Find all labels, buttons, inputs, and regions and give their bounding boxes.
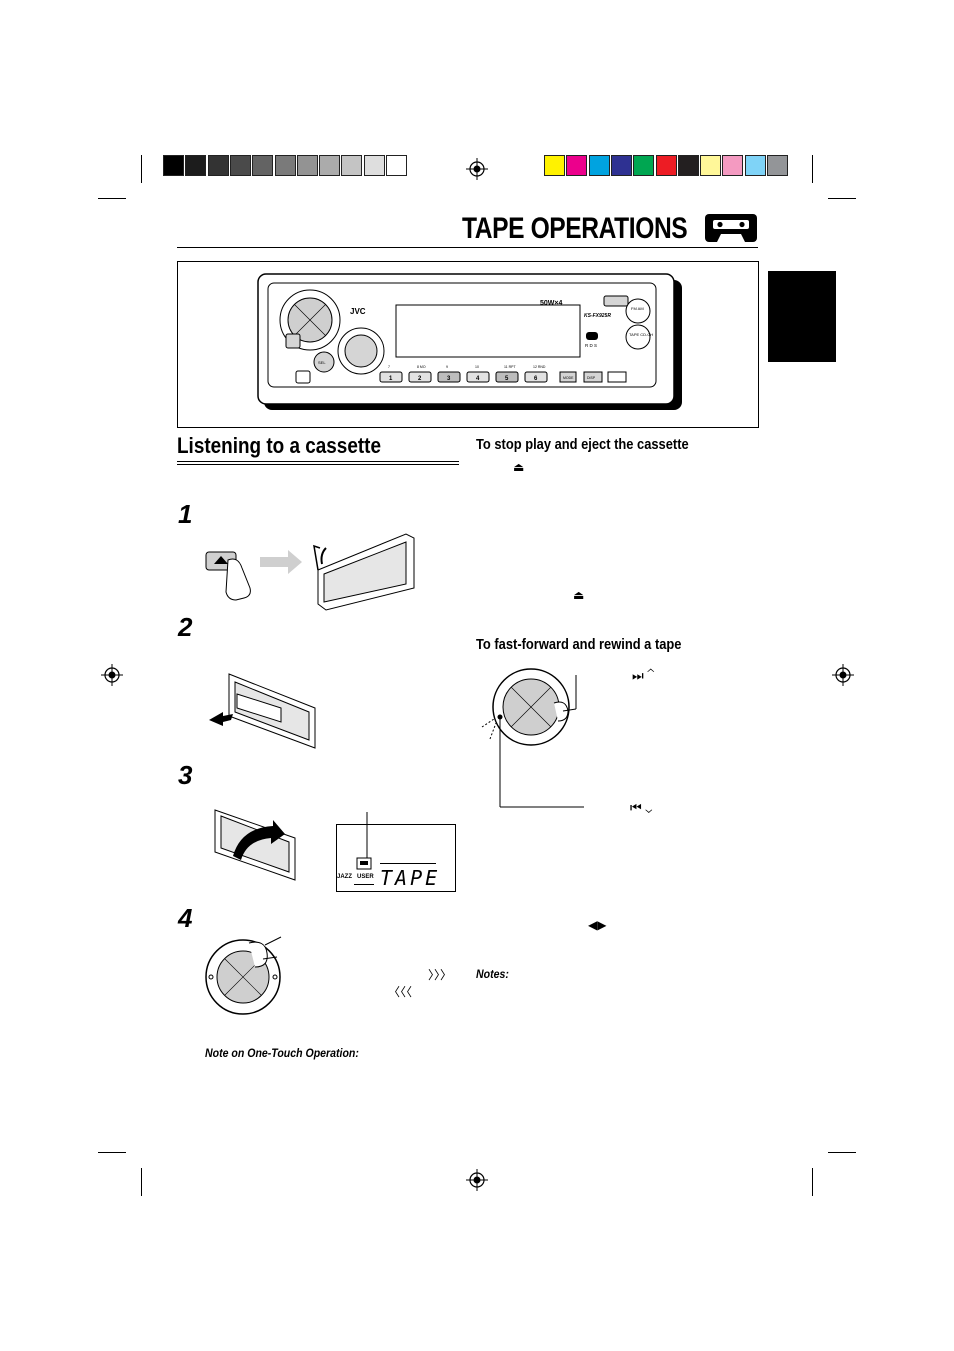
- color-swatch: [296, 155, 318, 176]
- jazz-label: JAZZ: [337, 874, 352, 880]
- color-swatch: [744, 155, 766, 176]
- color-swatch: [207, 155, 229, 176]
- direction-icon: ◀▶: [588, 918, 607, 932]
- disp-button-label: DISP: [587, 376, 596, 380]
- rew-button-icon: ⏮ ⌄: [630, 800, 653, 815]
- color-swatch: [767, 155, 788, 176]
- color-swatch: [610, 155, 632, 176]
- cassette-icon: [705, 214, 757, 242]
- preset-caption: 10: [475, 365, 479, 369]
- color-swatch: [544, 155, 565, 176]
- heading-rule: [177, 464, 459, 465]
- preset-caption: 12 RND: [533, 365, 546, 369]
- tape-indicator-icon: [356, 857, 372, 870]
- color-swatch: [319, 155, 341, 176]
- registration-target-icon: [832, 664, 854, 686]
- display-pointer-line: [366, 812, 368, 860]
- notes-label: Notes:: [476, 967, 509, 981]
- color-swatch: [655, 155, 677, 176]
- color-swatch: [274, 155, 296, 176]
- ff-rew-heading: To fast-forward and rewind a tape: [476, 636, 682, 653]
- control-dial-illustration: [205, 936, 282, 1015]
- preset-button: [495, 371, 519, 383]
- tape-cd-button-label: TAPE CD-CH: [629, 332, 653, 337]
- color-swatch: [566, 155, 588, 176]
- display-panel: [336, 824, 456, 892]
- stop-eject-heading: To stop play and eject the cassette: [476, 436, 689, 453]
- crop-mark: [828, 1152, 856, 1153]
- crop-mark: [812, 1168, 813, 1196]
- section-heading: Listening to a cassette: [177, 433, 381, 458]
- eject-icon: ⏏: [573, 588, 585, 602]
- crop-mark: [828, 198, 856, 199]
- page-title: TAPE OPERATIONS: [462, 212, 688, 245]
- crop-mark: [98, 198, 126, 199]
- preset-button: [437, 371, 461, 383]
- preset-caption: 11 RPT: [504, 365, 516, 369]
- ff-rew-dial-illustration: [481, 668, 584, 808]
- display-text: TAPE: [380, 866, 441, 890]
- registration-target-icon: [466, 1169, 488, 1191]
- preset-label: 4: [476, 376, 480, 382]
- color-swatch: [163, 155, 184, 176]
- preset-button: [524, 371, 548, 383]
- step-number: 4: [178, 903, 193, 933]
- eject-icon: ⏏: [513, 460, 525, 474]
- crop-mark: [141, 1168, 142, 1196]
- registration-target-icon: [466, 158, 488, 180]
- ff-button-icon: ⏭ ⌃: [632, 668, 655, 683]
- preset-caption: 7: [388, 365, 390, 369]
- preset-label: 6: [534, 376, 538, 382]
- registration-target-icon: [101, 664, 123, 686]
- insert-cassette-illustration: [209, 673, 316, 749]
- power-label: 50W×4: [540, 300, 562, 307]
- device-illustration-frame: [177, 261, 759, 428]
- step-number: 3: [178, 760, 193, 790]
- brand-logo: JVC: [350, 307, 366, 316]
- preset-button: [466, 371, 490, 383]
- car-stereo-illustration: 1 7 2 8 MO 3 9 4 10 5 11 RPT 6 12 RND JVC 50W×4 KS-…: [257, 273, 682, 410]
- color-swatch: [341, 155, 363, 176]
- one-touch-note-label: Note on One-Touch Operation:: [205, 1046, 359, 1060]
- preset-button: [408, 371, 432, 383]
- color-swatch: [722, 155, 744, 176]
- preset-caption: 9: [446, 365, 448, 369]
- crop-mark: [141, 155, 142, 183]
- language-tab: [768, 271, 836, 362]
- color-swatch: [386, 155, 407, 176]
- preset-label: 3: [447, 376, 451, 382]
- color-swatch: [700, 155, 722, 176]
- color-swatch: [363, 155, 385, 176]
- reverse-arrows: 〈〈〈: [388, 985, 413, 999]
- model-label: KS-FX925R: [584, 313, 611, 319]
- title-rule: [177, 247, 758, 248]
- heading-rule: [177, 461, 459, 462]
- preset-label: 1: [389, 376, 393, 382]
- display-underline: [354, 884, 374, 885]
- display-segment-line: [380, 863, 436, 864]
- step-number: 2: [178, 612, 193, 642]
- preset-button: [379, 371, 403, 383]
- color-swatch: [229, 155, 251, 176]
- preset-caption: 8 MO: [417, 365, 426, 369]
- step-number: 1: [178, 499, 193, 529]
- color-swatch: [185, 155, 207, 176]
- color-swatch: [252, 155, 274, 176]
- rds-label: R D S: [585, 343, 597, 348]
- fm-am-button-label: FM AM: [631, 306, 644, 311]
- crop-mark: [98, 1152, 126, 1153]
- eject-press-illustration: [205, 533, 415, 611]
- preset-label: 5: [505, 376, 509, 382]
- color-swatch: [677, 155, 699, 176]
- color-swatch: [588, 155, 610, 176]
- close-panel-illustration: [214, 809, 296, 881]
- color-swatch: [633, 155, 655, 176]
- user-label: USER: [357, 874, 374, 880]
- preset-label: 2: [418, 376, 422, 382]
- mode-button-label: MODE: [563, 376, 574, 380]
- crop-mark: [812, 155, 813, 183]
- sel-button-label: SEL: [318, 360, 326, 365]
- forward-arrows: 〉〉〉: [428, 968, 453, 982]
